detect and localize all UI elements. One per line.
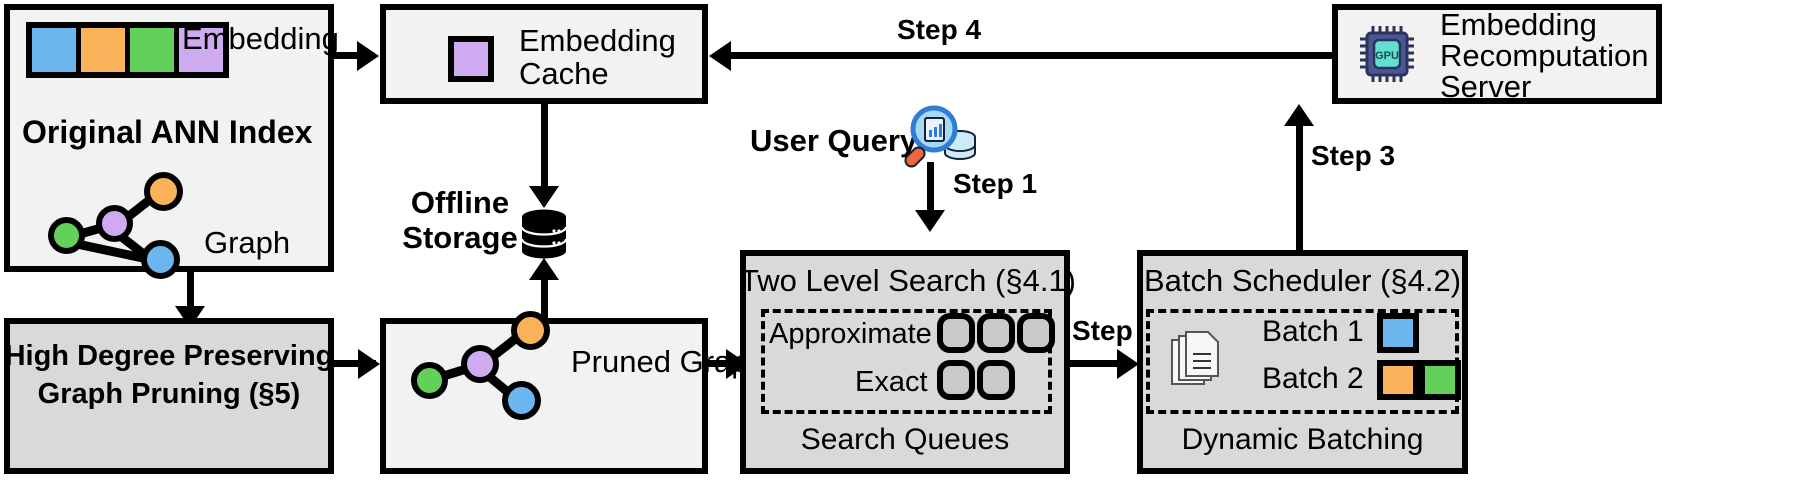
batch-2-swatch-orange: [1377, 360, 1419, 400]
connector-step1: [927, 162, 934, 214]
embedding-cell-blue: [32, 28, 81, 72]
recomputation-server-line1: Embedding: [1440, 7, 1597, 42]
graph-node-blue: [502, 381, 541, 420]
arrowhead-right: [358, 349, 380, 379]
connector-pruning-to-pruned-graph: [334, 360, 376, 367]
batch-2-swatch-green: [1419, 360, 1461, 400]
arrowhead-right: [357, 41, 379, 71]
offline-storage-title: Offline: [410, 185, 510, 220]
embedding-cache-subtitle: Cache: [519, 56, 609, 91]
connector-step3: [1296, 124, 1303, 250]
connector-index-to-cache: [334, 52, 374, 59]
arrowhead-up: [1284, 104, 1314, 126]
graph-pruning-title: High Degree Preserving: [4, 340, 334, 372]
embedding-cell-purple: [179, 28, 223, 72]
magnifier-database-icon: [904, 105, 976, 168]
batch-scheduler-title: Batch Scheduler (§4.2): [1143, 263, 1462, 298]
arrowhead-left: [709, 41, 731, 71]
search-queues-panel: [761, 309, 1052, 414]
graph-pruning-subtitle: Graph Pruning (§5): [37, 378, 301, 410]
connector-cache-to-storage: [541, 104, 548, 190]
embedding-cache-swatch: [448, 36, 494, 82]
graph-pruning-box: [4, 318, 334, 474]
arrowhead-down: [529, 186, 559, 208]
embedding-label: Embedding: [182, 21, 339, 56]
documents-icon: [1171, 331, 1219, 385]
embedding-cell-green: [130, 28, 179, 72]
database-cylinder-icon: [520, 209, 568, 259]
arrowhead-down: [915, 210, 945, 232]
recomputation-server-line2: Recomputation: [1440, 38, 1649, 73]
offline-storage-subtitle: Storage: [402, 220, 518, 255]
approximate-queue-slot[interactable]: [937, 313, 975, 353]
connector-step2: [1070, 360, 1130, 367]
embedding-cache-title: Embedding: [519, 23, 676, 58]
graph-node-orange: [511, 311, 550, 350]
batch-2-label: Batch 2: [1262, 362, 1364, 395]
user-query-label: User Query: [750, 123, 918, 158]
two-level-search-title: Two Level Search (§4.1): [740, 263, 1077, 298]
connector-pruned-graph-to-storage: [541, 278, 548, 322]
recomputation-server-line3: Server: [1440, 69, 1532, 104]
exact-queue-slot[interactable]: [977, 360, 1015, 400]
approximate-label: Approximate: [769, 318, 932, 350]
arrowhead-up: [529, 258, 559, 280]
two-level-search-box: [740, 250, 1070, 474]
embedding-cell-orange: [81, 28, 130, 72]
step-3-label: Step 3: [1311, 140, 1396, 171]
connector-step4: [731, 52, 1333, 59]
graph-node-purple: [96, 205, 133, 242]
embedding-swatch-strip: [26, 22, 229, 78]
graph-node-blue: [141, 240, 180, 279]
exact-label: Exact: [855, 366, 928, 398]
graph-label: Graph: [204, 225, 291, 260]
embedding-cache-box: [380, 4, 708, 104]
batch-1-label: Batch 1: [1262, 315, 1364, 348]
search-queues-footer: Search Queues: [800, 423, 1010, 456]
exact-queue-slot[interactable]: [937, 360, 975, 400]
original-ann-index-title: Original ANN Index: [22, 114, 313, 150]
approximate-queue-slot[interactable]: [977, 313, 1015, 353]
arrowhead-right: [1117, 349, 1139, 379]
step-4-label: Step 4: [897, 14, 982, 45]
dynamic-batching-footer: Dynamic Batching: [1181, 423, 1424, 456]
gpu-chip-icon: GPU: [1360, 26, 1414, 82]
graph-node-green: [411, 362, 448, 399]
graph-node-purple: [461, 345, 499, 383]
graph-node-orange: [144, 172, 183, 211]
gpu-icon-text: GPU: [1375, 50, 1399, 62]
connector-index-to-pruning: [187, 272, 194, 310]
graph-node-green: [48, 217, 85, 254]
batch-1-swatch-blue: [1377, 313, 1419, 353]
approximate-queue-slot[interactable]: [1017, 313, 1055, 353]
step-1-label: Step 1: [953, 168, 1038, 199]
